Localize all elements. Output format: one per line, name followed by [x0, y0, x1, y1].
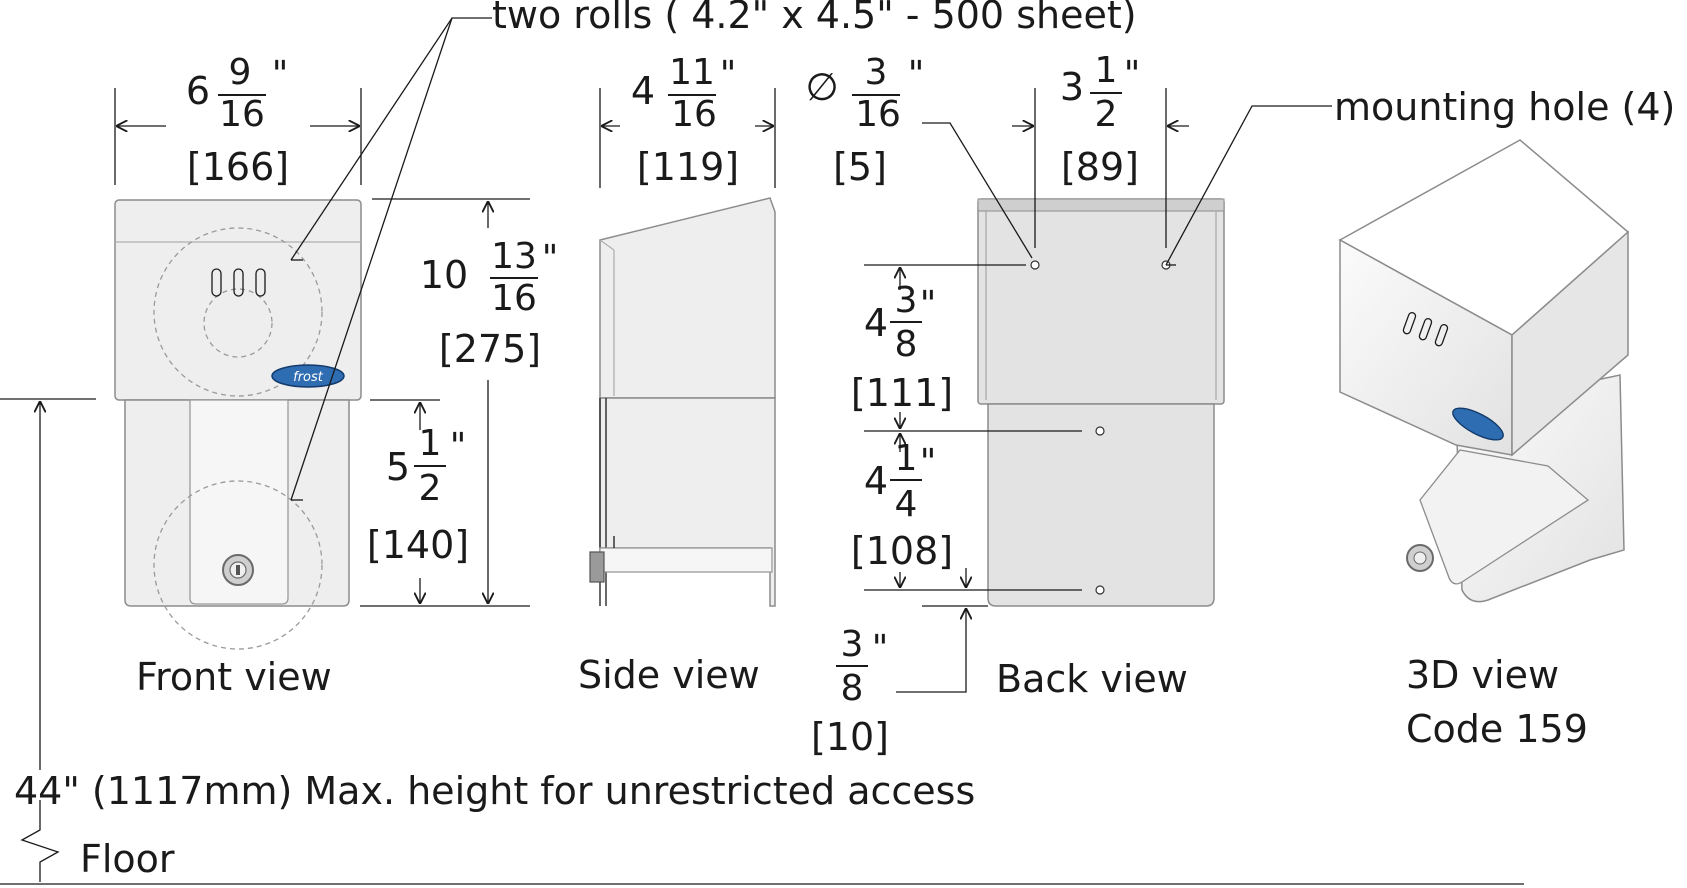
dim-whole: 10 — [420, 253, 468, 297]
three-d-logo — [1452, 407, 1504, 441]
dim-denominator: 16 — [671, 94, 717, 135]
dim-depth: 4 11 16 " [119] — [599, 52, 776, 189]
dim-whole: 4 — [631, 69, 655, 113]
lower-roll-outline — [153, 480, 323, 650]
dim-hole-spacing: 3 1 2 " [89] — [1012, 50, 1189, 248]
side-roller-bar — [599, 547, 773, 573]
dim-mm: [10] — [811, 715, 889, 759]
upper-roll-outline — [153, 227, 323, 397]
dim-unit: " — [450, 426, 467, 467]
mounting-height-dimension: 44" (1117mm) Max. height for unrestricte… — [0, 398, 1524, 885]
max-height-note: 44" (1117mm) Max. height for unrestricte… — [14, 769, 975, 813]
dim-numerator: 3 — [865, 52, 888, 93]
dim-front-width: 6 9 16 " [166] — [114, 52, 362, 189]
dim-numerator: 3 — [841, 624, 864, 665]
dim-unit: " — [908, 54, 925, 95]
dim-numerator: 13 — [491, 236, 537, 277]
dim-mm: [119] — [637, 145, 739, 189]
dim-whole: 5 — [386, 445, 410, 489]
front-view-label: Front view — [136, 655, 332, 699]
two-rolls-callout: two rolls ( 4.2" x 4.5" - 500 sheet) — [492, 0, 1137, 37]
dim-numerator: 11 — [669, 52, 715, 93]
break-line — [20, 800, 60, 882]
dim-unit: " — [272, 54, 289, 95]
three-d-view-label: 3D view — [1406, 653, 1559, 697]
dim-back-vertical: 4 3 8 " [111] 4 1 4 " [108] 3 8 " [10] — [811, 264, 1082, 759]
dim-unit: " — [920, 442, 937, 483]
back-plate — [987, 403, 1215, 607]
dim-denominator: 4 — [895, 484, 918, 525]
dim-hole-diameter: ∅ 3 16 " [5] — [805, 52, 924, 189]
three-d-slot — [1402, 311, 1417, 335]
front-center-panel — [189, 399, 289, 605]
dim-denominator: 8 — [895, 324, 918, 365]
dim-mm: [275] — [439, 327, 541, 371]
dim-numerator: 1 — [419, 423, 442, 464]
dim-unit: " — [720, 54, 737, 95]
side-view-drawing — [589, 197, 776, 607]
dim-unit: " — [1124, 54, 1141, 95]
three-d-slot — [1434, 323, 1449, 347]
dim-numerator: 1 — [1095, 50, 1118, 91]
dim-numerator: 9 — [229, 52, 252, 93]
front-slot — [211, 268, 222, 297]
front-slot — [233, 268, 244, 297]
back-view-drawing — [922, 105, 1332, 607]
front-slot — [255, 268, 266, 297]
dim-numerator: 1 — [895, 438, 918, 479]
dim-denominator: 2 — [1095, 94, 1118, 135]
dim-mm: [166] — [187, 145, 289, 189]
mounting-hole-leader — [1165, 105, 1332, 266]
back-view-label: Back view — [996, 657, 1188, 701]
dim-whole: 4 — [864, 459, 888, 503]
three-d-side — [1511, 230, 1629, 457]
dim-mm: [140] — [367, 523, 469, 567]
dim-mm: [89] — [1061, 145, 1139, 189]
dim-unit: " — [542, 238, 559, 279]
side-lock — [589, 551, 605, 583]
hole-diameter-leader — [922, 122, 1033, 259]
dim-whole: 4 — [864, 301, 888, 345]
mounting-hole — [1095, 585, 1105, 595]
frost-logo — [271, 364, 345, 388]
side-backplate — [599, 397, 776, 607]
mounting-hole — [1095, 426, 1105, 436]
upper-roll-core-outline — [203, 288, 273, 358]
dim-lower-height: 5 1 2 " [140] — [367, 399, 469, 604]
dim-denominator: 16 — [491, 278, 537, 319]
mounting-hole — [1030, 260, 1040, 270]
side-view-label: Side view — [578, 653, 760, 697]
diameter-icon: ∅ — [805, 65, 838, 109]
dim-mm: [111] — [851, 371, 953, 415]
mounting-hole-callout: mounting hole (4) — [1334, 85, 1675, 129]
three-d-slot — [1418, 317, 1433, 341]
three-d-front — [1339, 238, 1513, 456]
frost-logo-text: frost — [293, 370, 324, 385]
dim-whole: 6 — [186, 69, 210, 113]
dim-numerator: 3 — [895, 280, 918, 321]
dim-mm: [5] — [833, 145, 887, 189]
dim-unit: " — [920, 284, 937, 325]
product-code-label: Code 159 — [1406, 707, 1588, 751]
dim-mm: [108] — [851, 529, 953, 573]
three-d-view-drawing — [1338, 139, 1630, 603]
dim-denominator: 16 — [219, 94, 265, 135]
three-d-roller-arm — [1419, 449, 1590, 585]
dim-whole: 3 — [1060, 65, 1084, 109]
dim-denominator: 2 — [419, 468, 442, 509]
dim-unit: " — [872, 628, 889, 669]
dim-denominator: 8 — [841, 668, 864, 709]
floor-label: Floor — [80, 837, 175, 881]
side-upper-profile — [599, 197, 776, 399]
dim-height: 10 13 16 " [275] — [360, 198, 559, 607]
dim-denominator: 16 — [855, 94, 901, 135]
back-top-lip — [977, 198, 1225, 212]
front-view-drawing: frost — [114, 17, 492, 650]
